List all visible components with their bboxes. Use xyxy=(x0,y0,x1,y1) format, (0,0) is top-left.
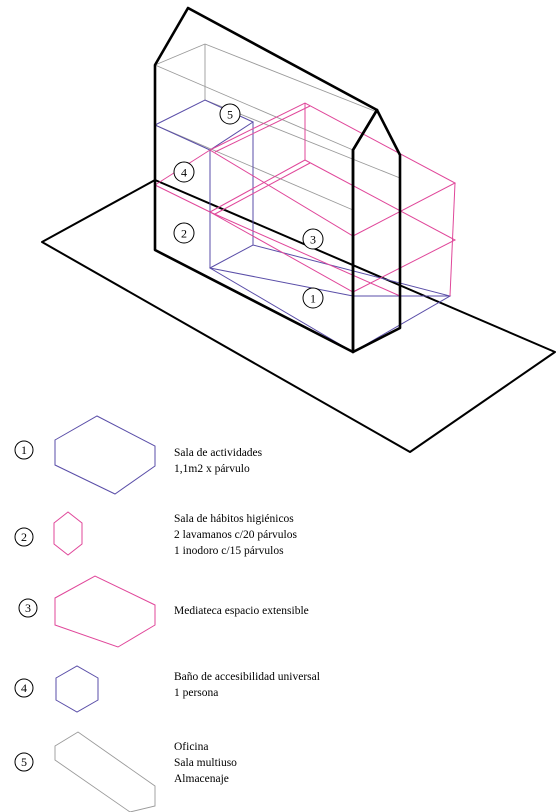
svg-text:2: 2 xyxy=(21,530,27,544)
svg-text:Mediateca espacio extensible: Mediateca espacio extensible xyxy=(174,605,309,617)
svg-text:Sala de actividades: Sala de actividades xyxy=(174,447,263,459)
house-outline xyxy=(153,6,402,354)
svg-text:1 inodoro c/15 párvulos: 1 inodoro c/15 párvulos xyxy=(174,545,284,557)
diagram-marker-4: 4 xyxy=(173,161,195,183)
legend-item-4: 4 Baño de accesibilidad universal 1 pers… xyxy=(14,665,320,713)
svg-text:Oficina: Oficina xyxy=(174,741,208,753)
legend-item-3: 3 Mediateca espacio extensible xyxy=(18,575,309,648)
ground-plane xyxy=(41,179,556,453)
svg-text:3: 3 xyxy=(25,601,31,615)
svg-text:Baño de accesibilidad universa: Baño de accesibilidad universal xyxy=(174,671,320,683)
svg-text:2 lavamanos c/20 párvulos: 2 lavamanos c/20 párvulos xyxy=(174,529,297,541)
volume-1-activities xyxy=(153,99,452,353)
legend-shape-2 xyxy=(53,511,83,556)
legend-shape-4 xyxy=(55,665,99,713)
svg-text:Sala de hábitos higiénicos: Sala de hábitos higiénicos xyxy=(174,513,294,525)
svg-text:1,1m2 x párvulo: 1,1m2 x párvulo xyxy=(174,463,250,475)
svg-text:Almacenaje: Almacenaje xyxy=(174,773,229,785)
legend-item-5: 5 Oficina Sala multiuso Almacenaje xyxy=(14,731,237,812)
svg-text:1 persona: 1 persona xyxy=(174,687,218,699)
volume-5-office xyxy=(154,43,401,211)
legend-shape-5 xyxy=(54,731,156,812)
legend-shape-1 xyxy=(54,415,156,495)
diagram-marker-3: 3 xyxy=(302,228,324,250)
diagram-marker-1: 1 xyxy=(302,287,324,309)
svg-text:5: 5 xyxy=(227,108,233,122)
svg-text:1: 1 xyxy=(21,443,27,457)
svg-text:Sala multiuso: Sala multiuso xyxy=(174,757,237,769)
diagram-marker-5: 5 xyxy=(219,103,241,125)
svg-text:2: 2 xyxy=(181,227,187,241)
legend: 1 Sala de actividades 1,1m2 x párvulo 2 … xyxy=(14,415,320,812)
svg-text:5: 5 xyxy=(21,755,27,769)
legend-item-2: 2 Sala de hábitos higiénicos 2 lavamanos… xyxy=(14,511,297,557)
svg-text:1: 1 xyxy=(310,292,316,306)
svg-text:4: 4 xyxy=(21,681,27,695)
legend-shape-3 xyxy=(54,575,156,648)
legend-item-1: 1 Sala de actividades 1,1m2 x párvulo xyxy=(14,415,263,495)
svg-text:4: 4 xyxy=(181,166,187,180)
diagram-marker-2: 2 xyxy=(173,222,195,244)
svg-text:3: 3 xyxy=(310,233,316,247)
